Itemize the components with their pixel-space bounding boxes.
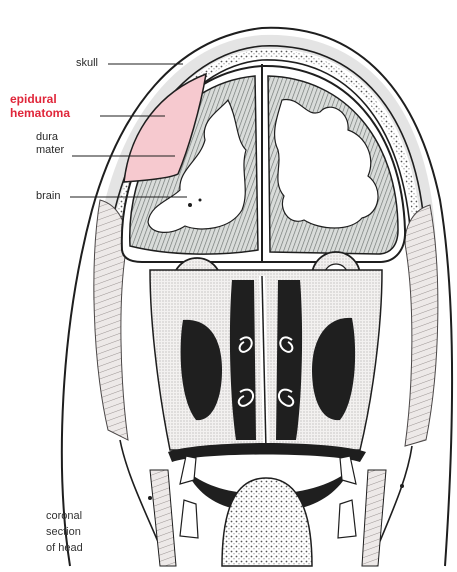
ear-marker-right [400, 484, 404, 488]
caption-line2: section [46, 524, 116, 540]
left-nasal-passage [230, 280, 256, 440]
figure-caption: coronal section of head [46, 508, 116, 556]
skull-label: skull [76, 57, 98, 70]
dura-mater-label: dura mater [36, 131, 96, 157]
caption-line3: of head [46, 540, 116, 556]
caption-line1: coronal [46, 508, 116, 524]
epidural-hematoma-label: epidural hematoma [10, 92, 100, 120]
brain-label: brain [36, 190, 60, 203]
brain-dot-2 [199, 199, 202, 202]
dura-mater-label-line1: dura [36, 131, 96, 144]
dura-mater-label-line2: mater [36, 144, 96, 157]
ear-marker [148, 496, 152, 500]
right-nasal-passage [276, 280, 302, 440]
epidural-hematoma-label-line2: hematoma [10, 106, 100, 120]
epidural-hematoma-label-line1: epidural [10, 92, 100, 106]
brain-dot-1 [188, 203, 192, 207]
